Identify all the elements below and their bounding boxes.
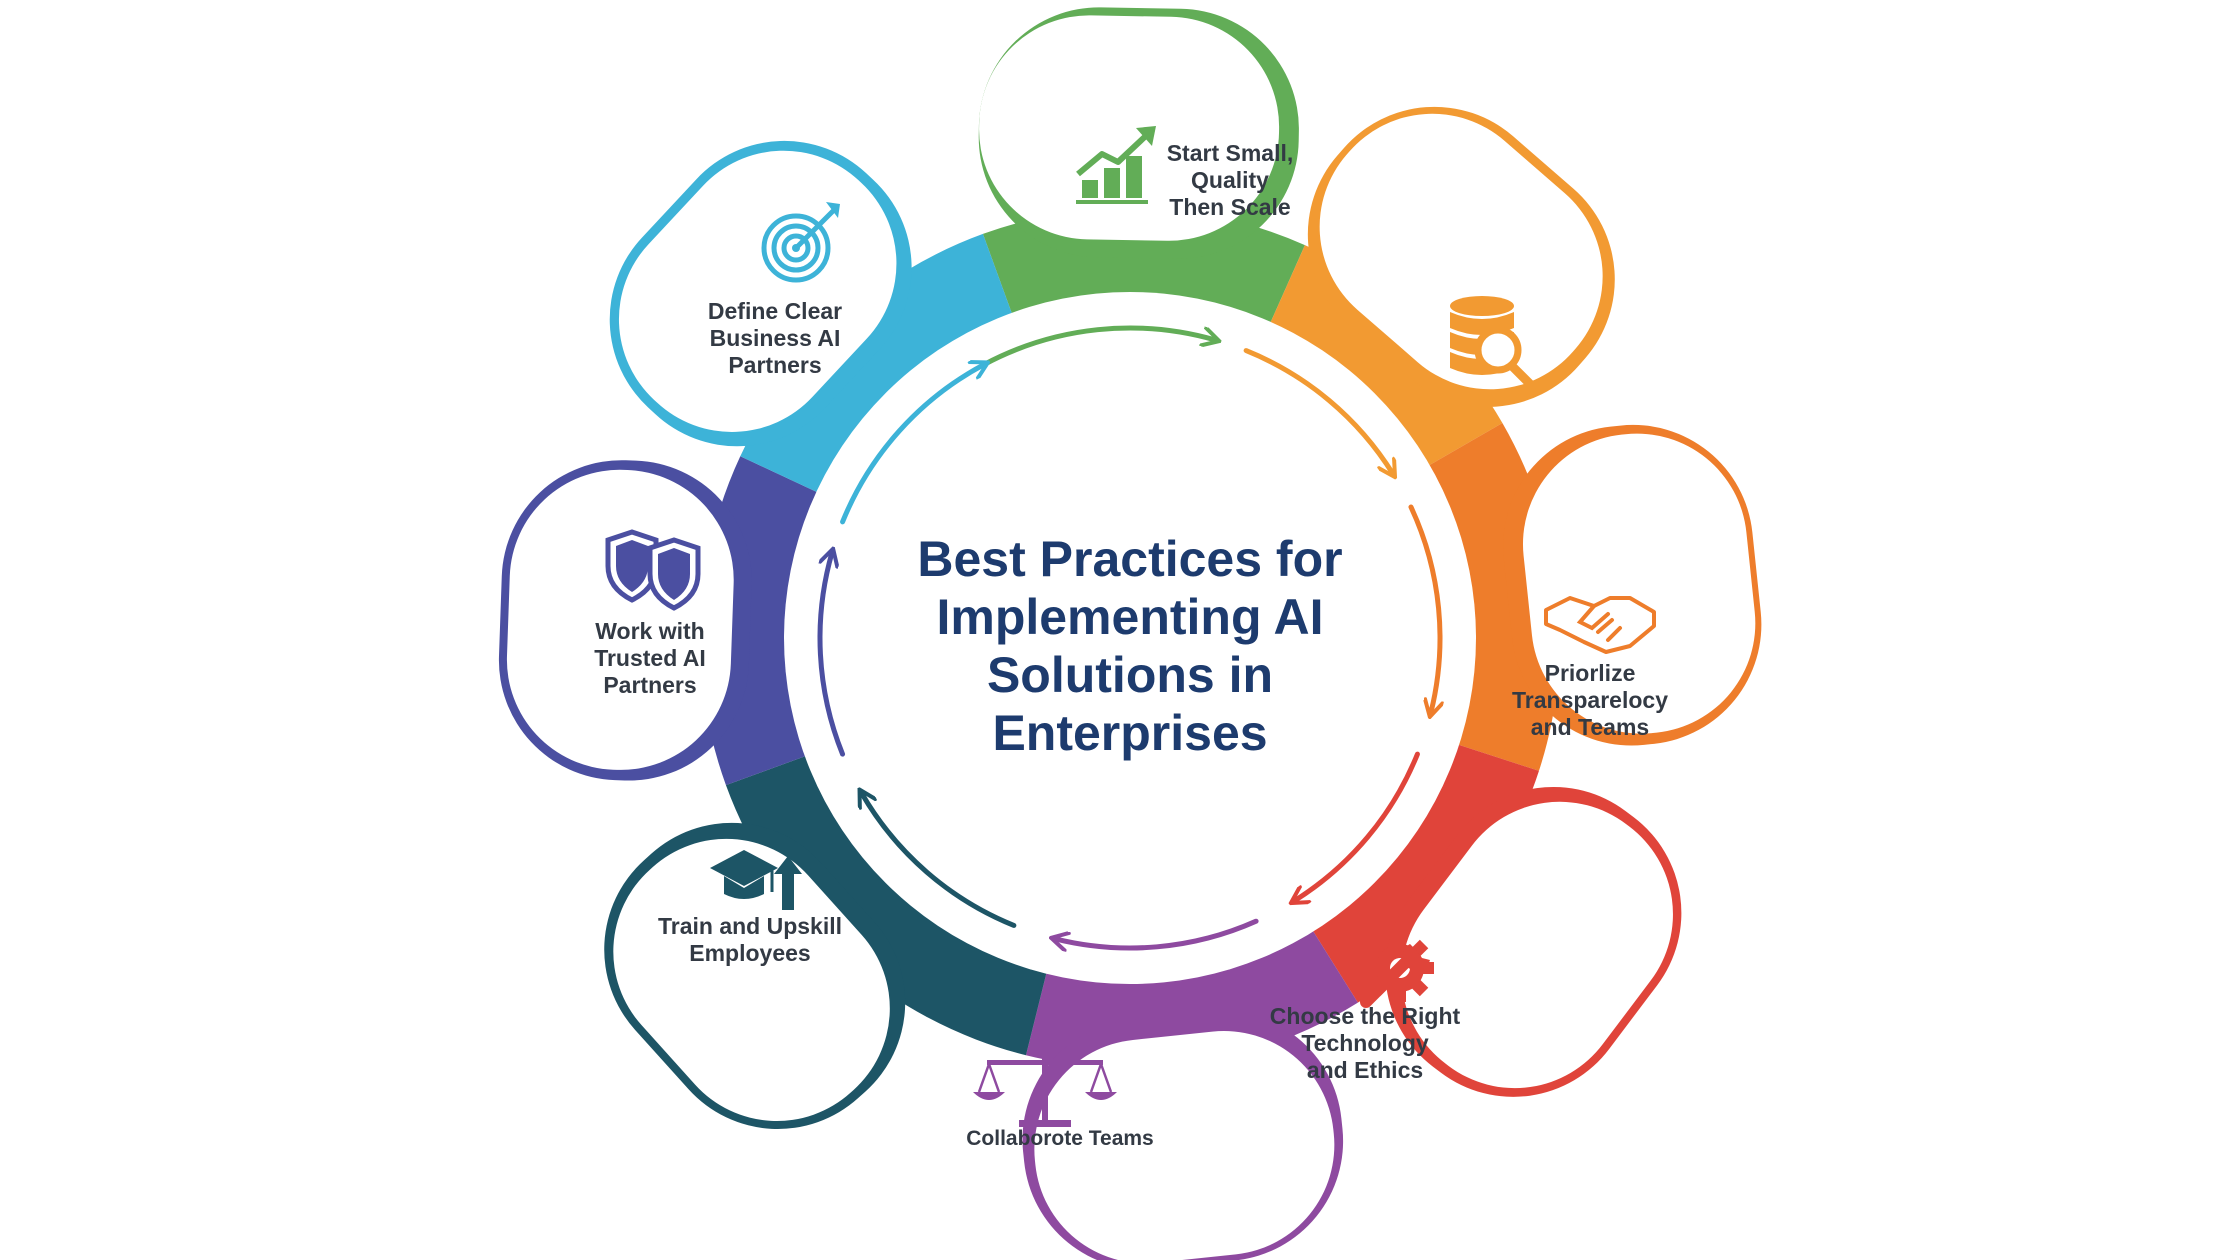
cycle-arrow: [862, 793, 1017, 928]
step-text: and Teams: [1530, 714, 1650, 740]
cycle-arrow: [1408, 504, 1440, 713]
step-band: [725, 755, 1047, 1056]
step-technology: [1312, 744, 1682, 1097]
step-text: Start Small,: [1166, 140, 1294, 166]
step-label-collaborate: Collaborote Teams: [925, 1125, 1195, 1152]
cycle-arrow: [1243, 348, 1393, 474]
step-label-define: Define Clear Business AI Partners: [655, 298, 895, 379]
step-card-inner: [613, 838, 890, 1122]
step-data-search: [1270, 106, 1615, 466]
step-define: [609, 140, 1013, 493]
step-text: Partners: [603, 672, 697, 698]
cycle-arrow: [981, 325, 1215, 367]
step-text: Train and Upskill: [657, 913, 843, 939]
step-text: Then Scale: [1169, 194, 1291, 220]
step-band: [740, 233, 1013, 493]
step-label-transparency: Priorlize Transparelocy and Teams: [1470, 660, 1710, 741]
step-text: and Ethics: [1306, 1057, 1424, 1083]
step-collaborate: [1022, 930, 1358, 1260]
title-line: Implementing AI: [936, 589, 1324, 645]
step-card-inner: [1401, 801, 1673, 1089]
step-card-inner: [618, 150, 897, 432]
step-transparency: [1428, 423, 1762, 771]
step-text: Work with: [595, 618, 705, 644]
step-card-inner: [1319, 113, 1603, 390]
step-text: Employees: [689, 940, 811, 966]
balance-scale-icon: [973, 1040, 1117, 1127]
step-card-inner: [979, 15, 1280, 241]
step-text: Priorlize: [1544, 660, 1636, 686]
step-text: Technology: [1301, 1030, 1429, 1056]
step-band: [1312, 744, 1539, 1003]
step-train: [604, 755, 1047, 1129]
gear-wrench-icon: [1360, 934, 1434, 1008]
target-icon: [761, 202, 840, 283]
cycle-arrow: [840, 364, 985, 525]
database-search-icon: [1450, 296, 1537, 391]
cycle-arrow: [1294, 751, 1420, 901]
step-partners: [498, 456, 818, 786]
growth-chart-icon: [1076, 126, 1156, 204]
step-text: Collaborote Teams: [966, 1127, 1154, 1150]
title-line: Best Practices for: [917, 531, 1343, 587]
cycle-arrow: [817, 553, 846, 757]
step-text: Define Clear: [707, 298, 843, 324]
step-text: Partners: [728, 352, 822, 378]
step-label-partners: Work with Trusted AI Partners: [540, 618, 760, 699]
graduation-cap-icon: [710, 850, 802, 910]
handshake-icon: [1544, 596, 1656, 654]
title-line: Solutions in: [986, 647, 1274, 703]
step-text: Business AI: [709, 325, 841, 351]
diagram-title: Best Practices for Implementing AI Solut…: [770, 530, 1490, 762]
step-label-start-small: Start Small, Quality Then Scale: [1080, 140, 1380, 221]
step-text: Trusted AI: [594, 645, 706, 671]
step-label-technology: Choose the Right Technology and Ethics: [1230, 1003, 1500, 1084]
step-card-inner: [1522, 433, 1756, 734]
cycle-arrow: [1055, 918, 1259, 948]
step-text: Quality: [1191, 167, 1269, 193]
step-label-train: Train and Upskill Employees: [600, 913, 900, 967]
center-disc: [784, 292, 1476, 984]
step-text: Choose the Right: [1269, 1003, 1461, 1029]
step-start-small: [978, 7, 1305, 323]
step-text: Transparelocy: [1512, 687, 1668, 713]
title-line: Enterprises: [992, 705, 1268, 761]
shields-icon: [605, 529, 701, 611]
